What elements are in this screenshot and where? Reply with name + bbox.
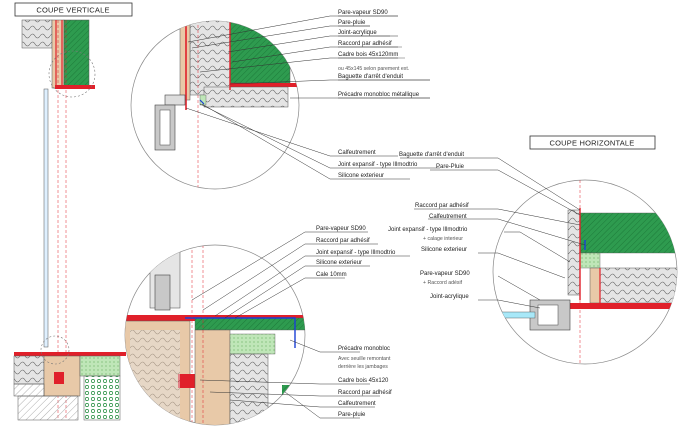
concrete-base [13, 383, 45, 397]
label-bottom-cale: Cale 10mm [316, 272, 347, 278]
label-h-baguette: Baguette d'arrêt d'enduit [399, 152, 464, 158]
label-bottom-pare-vapeur: Pare-vapeur SD90 [316, 226, 366, 232]
label-top-raccord-adhesif: Raccord par adhésif [338, 41, 392, 47]
sill-membrane [14, 352, 126, 356]
label-top-pare-pluie: Pare-pluie [338, 20, 366, 26]
label-bottom-joint-expansif: Joint expansif - type Illmodtrio [316, 250, 396, 256]
label-top-joint-acrylique: Joint-acrylique [338, 30, 377, 36]
label-top-silicone: Silicone exterieur [338, 173, 384, 179]
lintel-membrane [55, 85, 95, 89]
leaders-horizontal [400, 157, 586, 309]
detail-bottom [124, 244, 306, 426]
label-top-precadre: Précadre monobloc métallique [338, 92, 420, 98]
label-h-pare-vapeur: Pare-vapeur SD90 [420, 271, 470, 277]
foundation [17, 395, 79, 421]
label-top-calfeutrement: Calfeutrement [338, 150, 376, 156]
label-bottom-precadre-note1: Avec seuille remontant [338, 356, 391, 362]
detail-circle-marker-bottom [40, 335, 70, 365]
label-top-cadre-bois: Cadre bois 45x120mm [338, 52, 398, 58]
vertical-title: COUPE VERTICALE [36, 6, 109, 15]
label-h-pare-pluie: Pare-Pluie [436, 164, 465, 170]
label-top-joint-expansif: Joint expansif - type Illmodtrio [338, 162, 418, 168]
horizontal-title-box [529, 135, 656, 150]
label-bottom-raccord-adhesif: Raccord par adhésif [316, 238, 370, 244]
label-bottom-precadre: Précadre monobloc [338, 346, 390, 352]
label-h-raccord-adhesif: Raccord par adhésif [415, 203, 469, 209]
vertical-section: COUPE VERTICALE [13, 2, 133, 421]
light-insulation [79, 355, 121, 377]
label-h-joint-acrylique: Joint-acrylique [430, 294, 469, 300]
label-bottom-precadre-note2: derrière les jambages [338, 364, 388, 370]
wall-insulation-bottom [13, 355, 45, 385]
label-bottom-raccord-adhesif2: Raccord par adhésif [338, 390, 392, 396]
label-bottom-pare-pluie: Pare-pluie [338, 412, 366, 418]
detail-top [130, 20, 300, 190]
detail-circle-marker-top [48, 50, 96, 98]
label-top-baguette: Baguette d'arrêt d'enduit [338, 74, 403, 80]
wall-insulation-top [21, 19, 53, 49]
label-bottom-cadre-bois: Cadre bois 45x120 [338, 378, 389, 384]
exterior-insulation-top [63, 19, 90, 89]
window-glass [43, 88, 49, 348]
vertical-title-box [14, 2, 133, 17]
horizontal-title: COUPE HORIZONTALE [550, 139, 635, 148]
label-h-silicone: Silicone exterieur [421, 247, 467, 253]
label-bottom-calfeutrement: Calfeutrement [338, 401, 376, 407]
label-h-joint-expansif: Joint expansif - type Illmodtrio [388, 227, 468, 233]
red-block [54, 372, 64, 384]
label-bottom-silicone: Silicone exterieur [316, 260, 362, 266]
label-top-pare-vapeur: Pare-vapeur SD90 [338, 10, 388, 16]
label-h-calage-note: + calage interieur [423, 236, 463, 242]
label-top-cadre-bois-note: ou 45x145 selon parement ext. [338, 66, 409, 72]
label-h-raccord-note: + Raccord adésif [423, 280, 463, 286]
label-underlines [338, 15, 430, 99]
detail-horizontal: COUPE HORIZONTALE [492, 135, 678, 365]
leaders-bottom [191, 231, 410, 419]
gravel-fill [83, 375, 121, 421]
label-h-calfeutrement: Calfeutrement [429, 214, 467, 220]
